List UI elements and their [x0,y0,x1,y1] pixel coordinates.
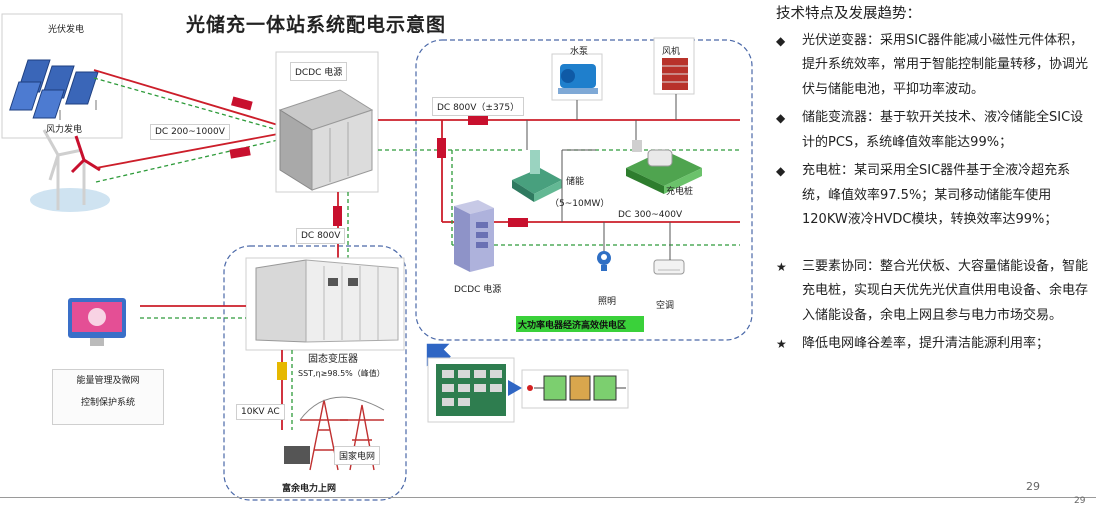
zone-label-bg [516,316,644,332]
trend-item-text: 光伏逆变器：采用SIC器件能减小磁性元件体积，提升系统效率，常用于智能控制能量转… [802,32,1089,97]
star-bullet-icon: ★ [776,259,787,274]
high-power-zone-boundary [415,39,753,341]
page-number-secondary: 29 [1074,496,1086,506]
pv-panel-group [1,13,123,139]
dc800-converter-mid [333,206,342,226]
trend-item: ★ 三要素协同：整合光伏板、大容量储能设备，智能充电桩，实现白天优先光伏直供用电… [776,255,1088,329]
water-pump-label: 水泵 [570,47,589,57]
tech-trends-panel: 技术特点及发展趋势： ◆ 光伏逆变器：采用SIC器件能减小磁性元件体积，提升系统… [776,2,1088,361]
trend-item: ★ 降低电网峰谷差率，提升清洁能源利用率； [776,332,1088,357]
star-bullet-icon: ★ [776,337,787,351]
power-module-board [427,357,515,423]
sst-zone-boundary [223,245,407,501]
wind-dashed-line [95,139,279,183]
pv-converter [231,96,253,111]
dc-800-label: DC 800V [296,228,346,244]
ems-monitor-icon [68,298,126,346]
trend-item: ◆ 储能变流器：基于软开关技术、液冷储能全SIC设计的PCS，系统峰值效率能达9… [776,106,1088,155]
wind-turbine-group [30,129,110,212]
diamond-bullet-icon: ◆ [776,164,786,178]
diamond-bullet-icon: ◆ [776,33,786,48]
surplus-power-label: 富余电力上网 [282,484,337,494]
dcdc-top-label: DCDC 电源 [290,62,348,81]
sst-fuse [277,362,287,380]
diamond-bullet-icon: ◆ [776,111,786,125]
dc800-converter-top [468,116,488,125]
fan-icon [653,37,695,95]
dcdc-mid-label: DCDC 电源 [454,285,502,295]
storage-capacity-label: （5~10MW） [550,199,610,209]
ems-line-2: 控制保护系统 [80,398,135,408]
lighting-label: 照明 [598,297,617,307]
storage-label: 储能 [566,177,585,187]
trend-item: ◆ 充电桩：某司采用全SIC器件基于全液冷超充系统，峰值效率97.5%；某司移动… [776,159,1088,233]
storage-icon [512,128,564,202]
arrow-to-board [508,380,522,396]
trend-item-text: 降低电网峰谷差率，提升清洁能源利用率； [802,336,1050,351]
charger-label: 充电桩 [666,187,694,197]
circuit-schematic [521,369,629,409]
ac-label: 空调 [656,301,675,311]
trend-item: ◆ 光伏逆变器：采用SIC器件能减小磁性元件体积，提升系统效率，常用于智能控制能… [776,29,1088,103]
zone-converter-right [508,218,528,227]
tech-trends-heading: 技术特点及发展趋势： [776,6,921,22]
pv-dashed-line [93,77,279,131]
10kv-ac-label: 10KV AC [236,404,285,420]
footer-divider [0,497,1096,498]
trend-item-text: 储能变流器：基于软开关技术、液冷储能全SIC设计的PCS，系统峰值效率能达99%… [802,110,1084,150]
dc-800-pm-label: DC 800V（±375） [432,97,525,116]
sst-efficiency-label: SST,η≥98.5%（峰值） [298,369,385,378]
wind-converter [229,146,251,159]
water-pump-icon [551,53,603,101]
trend-item-text: 三要素协同：整合光伏板、大容量储能设备，智能充电桩，实现白天优先光伏直供用电设备… [802,258,1089,323]
high-power-zone-label: 大功率电器经济高效供电区 [518,321,627,331]
wind-to-dcdc-line [95,133,279,169]
light-icon [597,251,611,271]
pv-label: 光伏发电 [48,25,85,35]
grid-label: 国家电网 [334,446,381,465]
charger-icon [626,140,702,194]
dc-300-400-label: DC 300~400V [618,210,683,220]
fan-label: 风机 [662,47,681,57]
ems-line-1: 能量管理及微网 [76,376,140,386]
page-number: 29 [1026,480,1040,493]
dc-200-1000-label: DC 200~1000V [150,124,230,140]
dcdc-cabinet-mid [454,200,494,272]
pv-to-dcdc-line [93,69,279,126]
ems-box: 能量管理及微网 控制保护系统 [52,369,164,425]
wind-label: 风力发电 [46,125,83,135]
ac-unit-icon [653,259,685,275]
sst-cabinet [245,257,405,351]
zone-converter-left [437,138,446,158]
sst-label: 固态变压器 [308,354,358,365]
trend-item-text: 充电桩：某司采用全SIC器件基于全液冷超充系统，峰值效率97.5%；某司移动储能… [802,163,1071,227]
diagram-title: 光储充一体站系统配电示意图 [186,14,447,36]
